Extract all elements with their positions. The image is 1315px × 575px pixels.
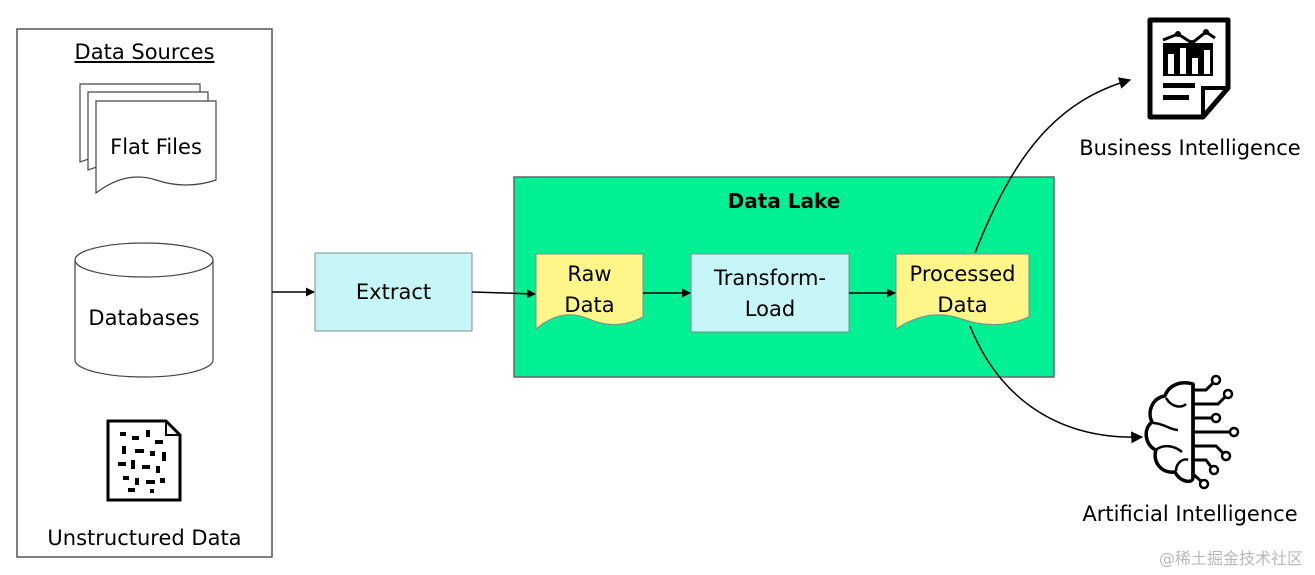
report-chart-icon <box>1147 17 1231 120</box>
unstructured-data-label: Unstructured Data <box>47 526 242 550</box>
data-lake-title: Data Lake <box>727 189 841 213</box>
extract-label: Extract <box>355 280 432 304</box>
scattered-doc-icon <box>106 419 182 502</box>
processed-data-document <box>895 253 1030 330</box>
watermark: @稀土掘金技术社区 <box>1158 549 1303 568</box>
brain-circuit-icon <box>1144 374 1240 490</box>
data-sources-title: Data Sources <box>74 40 215 64</box>
processed-data-label-line2: Data <box>937 293 988 317</box>
processed-data-label-line1: Processed <box>909 262 1016 286</box>
arrow-to-artificial-intelligence <box>969 325 1144 444</box>
business-intelligence-label: Business Intelligence <box>1079 136 1301 160</box>
raw-data-document <box>535 253 644 331</box>
artificial-intelligence-label: Artificial Intelligence <box>1082 502 1298 526</box>
arrow-extract-to-raw <box>471 289 536 299</box>
stacked-documents-icon <box>79 83 217 195</box>
flat-files-label: Flat Files <box>110 135 202 159</box>
transform-load-label-line1: Transform- <box>713 266 827 290</box>
transform-load-box <box>690 253 850 333</box>
transform-load-label-line2: Load <box>744 297 796 321</box>
databases-label: Databases <box>88 306 200 330</box>
extract-box <box>314 252 473 332</box>
raw-data-label-line2: Data <box>564 293 615 317</box>
raw-data-label-line1: Raw <box>567 262 612 286</box>
arrow-to-business-intelligence <box>974 77 1132 254</box>
cylinder-icon <box>74 242 214 378</box>
